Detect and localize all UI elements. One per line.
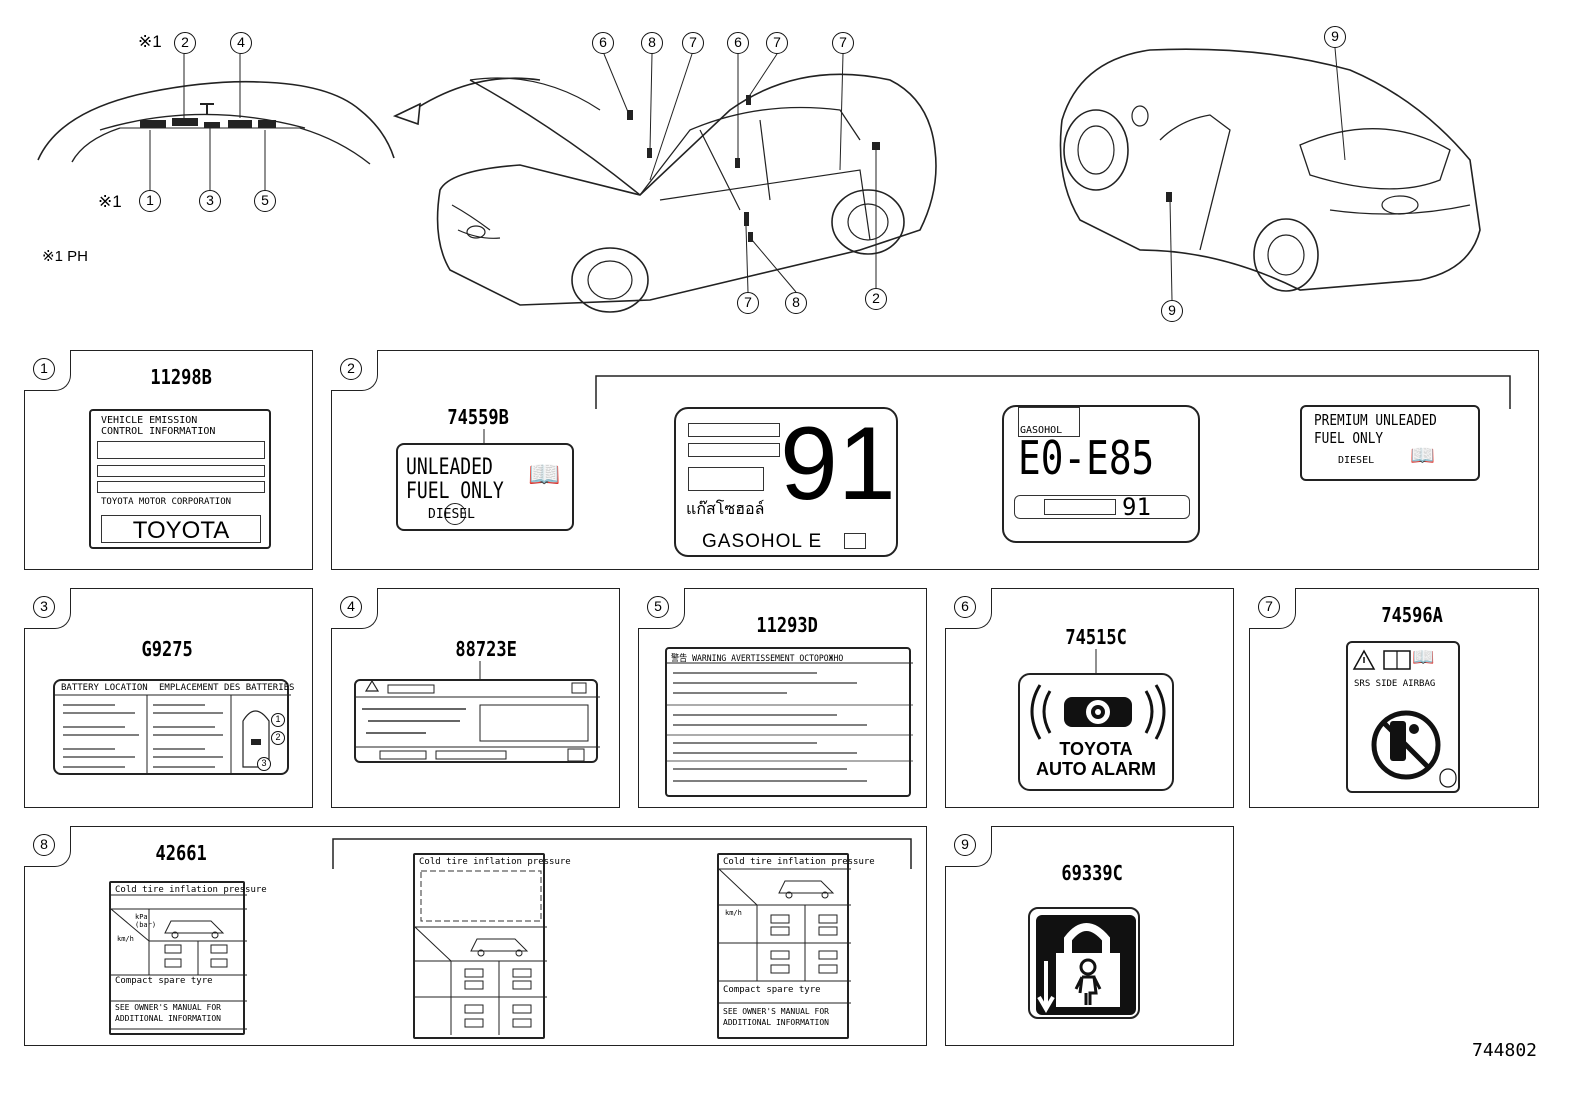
callout-6b: 6 xyxy=(727,32,749,54)
emission-label: VEHICLE EMISSION CONTROL INFORMATION TOY… xyxy=(89,409,271,549)
panel-4: 4 88723E xyxy=(331,588,620,808)
manual-icon-3: 📖 xyxy=(1412,647,1435,667)
panel-7-part-number: 74596A xyxy=(1381,603,1443,627)
caution-label xyxy=(354,679,600,763)
panel-7-number: 7 xyxy=(1258,596,1280,618)
auto-alarm-label: TOYOTA AUTO ALARM xyxy=(1018,673,1174,791)
panel-4-part-number: 88723E xyxy=(455,637,517,661)
callout-3: 3 xyxy=(199,190,221,212)
panel-5-part-number: 11293D xyxy=(756,613,818,637)
panel-8-part-number: 42661 xyxy=(155,841,207,865)
alarm-car-icon xyxy=(1030,684,1166,740)
manual-icon-2: 📖 xyxy=(1410,445,1435,467)
toyota-logo-text-box: TOYOTA xyxy=(101,515,261,544)
callout-7d: 7 xyxy=(737,292,759,314)
callout-9a: 9 xyxy=(1324,26,1346,48)
panel-5: 5 11293D 警告 WARNING AVERTISSEMENT ОСТОРО… xyxy=(638,588,927,808)
panel-5-number: 5 xyxy=(647,596,669,618)
panel-7: 7 74596A 📖 SRS SIDE AIRBAG xyxy=(1249,588,1539,808)
panel-8: 8 42661 Cold tire inflation pressure kPa… xyxy=(24,826,927,1046)
octane-91-label: 91 แก๊สโซฮอล์ GASOHOL E xyxy=(674,407,898,557)
panel-3-part-number: G9275 xyxy=(141,637,193,661)
panel-3-number: 3 xyxy=(33,596,55,618)
dashboard-detail-drawing xyxy=(37,54,395,192)
callout-1: 1 xyxy=(139,190,161,212)
battery-location-label: BATTERY LOCATION EMPLACEMENT DES BATTERI… xyxy=(53,679,294,775)
panel-9-number: 9 xyxy=(954,834,976,856)
tire-pressure-label-a: Cold tire inflation pressure kPa (bar) k… xyxy=(109,881,267,1035)
srs-airbag-label: 📖 SRS SIDE AIRBAG xyxy=(1346,641,1460,793)
car-front-drawing xyxy=(392,53,937,313)
callout-5: 5 xyxy=(254,190,276,212)
panel-2: 2 74559B UNLEADED FUEL ONLY 📖 DIESEL 91 … xyxy=(331,350,1539,570)
panel-1-number: 1 xyxy=(33,358,55,380)
note-mark-bottom: ※1 xyxy=(98,192,122,211)
callout-2b: 2 xyxy=(865,288,887,310)
panel-6-number: 6 xyxy=(954,596,976,618)
e85-label: GASOHOL E0-E85 91 xyxy=(1002,405,1200,543)
panel-1: 1 11298B VEHICLE EMISSION CONTROL INFORM… xyxy=(24,350,313,570)
callout-8a: 8 xyxy=(641,32,663,54)
callout-7b: 7 xyxy=(766,32,788,54)
child-lock-label xyxy=(1028,907,1140,1019)
tire-pressure-label-b: Cold tire inflation pressure xyxy=(413,853,571,1039)
warning-triangle-icon xyxy=(1352,649,1457,788)
panel-9-part-number: 69339C xyxy=(1061,861,1123,885)
panel-4-number: 4 xyxy=(340,596,362,618)
callout-6a: 6 xyxy=(592,32,614,54)
callout-8b: 8 xyxy=(785,292,807,314)
no-diesel-icon xyxy=(444,503,466,525)
panel-3: 3 G9275 BATTERY LOCATION EMPLACEMENT DES… xyxy=(24,588,313,808)
callout-9b: 9 xyxy=(1161,300,1183,322)
callout-7c: 7 xyxy=(832,32,854,54)
panel-2-part-number: 74559B xyxy=(447,405,509,429)
callout-4: 4 xyxy=(230,32,252,54)
panel-6-part-number: 74515C xyxy=(1065,625,1127,649)
unleaded-fuel-label: UNLEADED FUEL ONLY 📖 DIESEL xyxy=(396,443,574,531)
note-text: ※1 PH xyxy=(42,248,88,265)
car-rear-drawing xyxy=(1059,47,1481,301)
tire-pressure-label-c: Cold tire inflation pressure km/h Compac… xyxy=(717,853,875,1039)
premium-unleaded-label: PREMIUM UNLEADED FUEL ONLY DIESEL 📖 xyxy=(1300,405,1480,481)
child-lock-icon xyxy=(1036,915,1136,1015)
note-mark-top: ※1 xyxy=(138,32,162,51)
callout-7a: 7 xyxy=(682,32,704,54)
panel-8-number: 8 xyxy=(33,834,55,856)
manual-icon: 📖 xyxy=(528,459,561,489)
panel-9: 9 69339C xyxy=(945,826,1234,1046)
diagram-id: 744802 xyxy=(1472,1040,1538,1061)
callout-2: 2 xyxy=(174,32,196,54)
panel-2-number: 2 xyxy=(340,358,362,380)
panel-6: 6 74515C TOYOTA AUTO ALARM xyxy=(945,588,1234,808)
warning-label: 警告 WARNING AVERTISSEMENT ОСТОРОЖНО xyxy=(665,647,913,797)
panel-1-part-number: 11298B xyxy=(150,365,212,389)
